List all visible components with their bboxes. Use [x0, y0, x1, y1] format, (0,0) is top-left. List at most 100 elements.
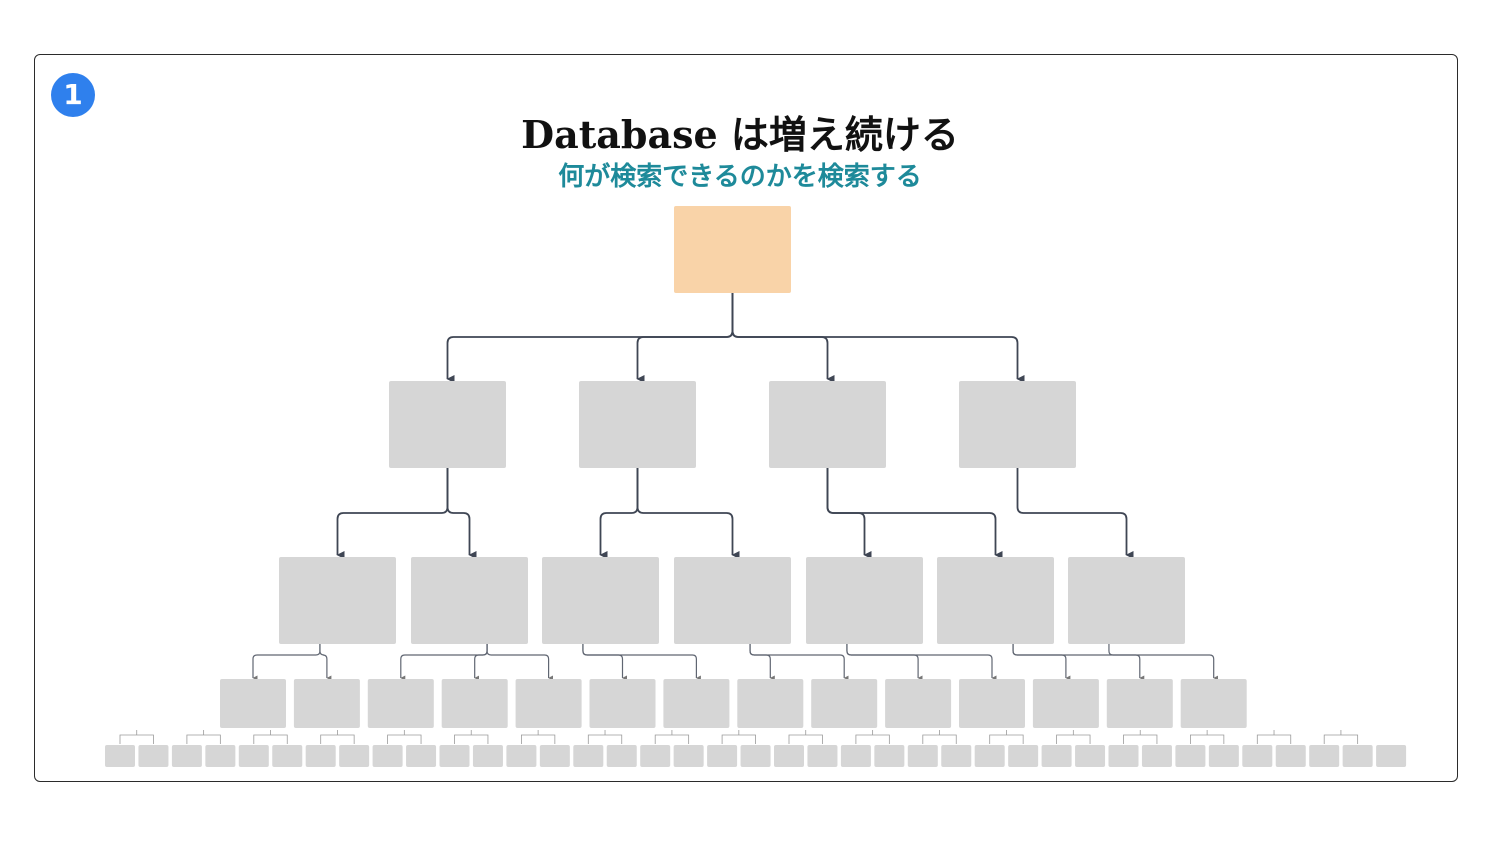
- level2-node: [279, 557, 396, 644]
- level4-node: [305, 745, 336, 767]
- connector-line: [826, 468, 872, 559]
- level4-node: [171, 745, 202, 767]
- diagram-title: Database は増え続ける: [521, 112, 959, 157]
- level4-node: [506, 745, 537, 767]
- level4-node: [673, 745, 704, 767]
- connector-line: [846, 644, 923, 681]
- connector-line: [521, 734, 556, 744]
- connector-line: [826, 468, 1003, 559]
- level1-node: [959, 381, 1076, 468]
- level4-node: [1175, 745, 1206, 767]
- level4-node: [1075, 745, 1106, 767]
- connector-line: [654, 734, 690, 744]
- level4-node: [1309, 745, 1340, 767]
- connector-line: [749, 644, 849, 681]
- connector-line: [731, 293, 1025, 383]
- level3-node: [1032, 679, 1099, 728]
- level3-node: [959, 679, 1025, 728]
- connector-line: [721, 734, 756, 744]
- connector-line: [1012, 644, 1145, 681]
- level4-node: [439, 745, 470, 767]
- level4-node: [573, 745, 604, 767]
- connector-line: [636, 293, 734, 383]
- level4-node: [907, 745, 938, 767]
- level4-node: [840, 745, 871, 767]
- level4-node: [1141, 745, 1172, 767]
- connector-line: [387, 734, 422, 744]
- step-number-badge: 1: [51, 73, 95, 117]
- level2-node: [937, 557, 1054, 644]
- level2-node: [411, 557, 528, 644]
- level1-node: [579, 381, 696, 468]
- connector-line: [749, 644, 775, 681]
- level2-node: [674, 557, 791, 644]
- level4-node: [774, 745, 804, 767]
- diagram-subtitle: 何が検索できるのかを検索する: [558, 162, 922, 192]
- level4-node: [539, 745, 570, 767]
- level4-node: [406, 745, 437, 767]
- level4-node: [138, 745, 169, 767]
- level4-node: [339, 745, 370, 767]
- slide-frame: [34, 54, 1458, 782]
- level4-node: [1041, 745, 1072, 767]
- level4-node: [472, 745, 503, 767]
- level3-node: [220, 679, 286, 728]
- connector-line: [446, 293, 734, 383]
- level4-node: [807, 745, 838, 767]
- level4-node: [1376, 745, 1407, 767]
- connector-line: [186, 734, 221, 744]
- level4-node: [272, 745, 303, 767]
- root-node: [674, 206, 791, 293]
- level2-node: [542, 557, 659, 644]
- connector-lines: [119, 293, 1359, 744]
- level4-node: [1108, 745, 1139, 767]
- connector-line: [636, 468, 740, 559]
- connector-line: [474, 644, 488, 681]
- level3-node: [589, 679, 656, 728]
- connector-line: [1323, 734, 1359, 744]
- connector-line: [253, 734, 288, 744]
- level4-node: [740, 745, 771, 767]
- level3-node: [367, 679, 434, 728]
- level4-node: [606, 745, 637, 767]
- connector-line: [1256, 734, 1292, 744]
- connector-line: [320, 734, 355, 744]
- connector-line: [788, 734, 823, 744]
- connector-line: [446, 468, 477, 559]
- level3-node: [885, 679, 952, 728]
- connector-line: [922, 734, 957, 744]
- connector-line: [1016, 468, 1134, 559]
- connector-line: [1012, 644, 1071, 681]
- level4-node: [1242, 745, 1273, 767]
- level4-node: [205, 745, 236, 767]
- level4-node: [1008, 745, 1039, 767]
- level4-node: [1208, 745, 1239, 767]
- level4-node: [707, 745, 738, 767]
- connector-line: [319, 644, 332, 681]
- level4-node: [640, 745, 671, 767]
- level4-node: [1275, 745, 1306, 767]
- level4-node: [1342, 745, 1373, 767]
- level4-node: [105, 745, 135, 767]
- level3-node: [737, 679, 804, 728]
- connector-line: [846, 644, 997, 681]
- level3-node: [1180, 679, 1247, 728]
- connector-line: [486, 644, 554, 681]
- connector-line: [1123, 734, 1158, 744]
- connector-line: [1108, 644, 1219, 681]
- level3-node: [663, 679, 730, 728]
- connector-line: [119, 734, 154, 744]
- connector-line: [1056, 734, 1091, 744]
- level3-node: [293, 679, 360, 728]
- connector-line: [582, 644, 701, 681]
- connector-line: [731, 293, 835, 383]
- connector-line: [599, 468, 639, 559]
- connector-line: [454, 734, 489, 744]
- level4-node: [238, 745, 269, 767]
- level3-node: [441, 679, 508, 728]
- level2-node: [1068, 557, 1185, 644]
- level4-node: [874, 745, 905, 767]
- tree-nodes: [105, 206, 1407, 767]
- level4-node: [372, 745, 403, 767]
